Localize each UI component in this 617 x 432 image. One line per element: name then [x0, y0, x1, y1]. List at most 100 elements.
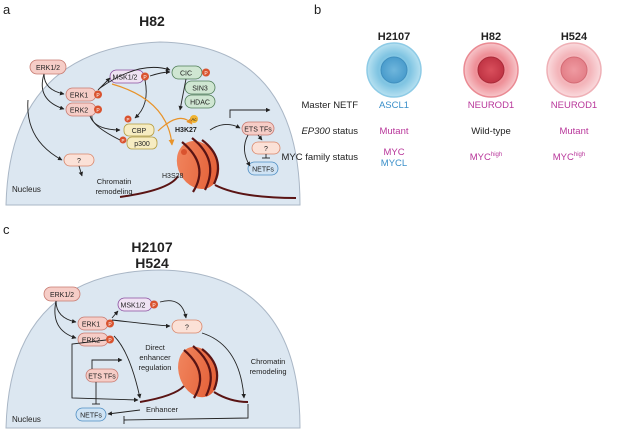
erk12-c-node: [43, 286, 81, 302]
erk1-label: ERK1: [70, 93, 88, 100]
h3s28-label: H3S28: [162, 173, 184, 180]
master-netf-h82: NEUROD1: [468, 100, 514, 111]
panel-c-letter: c: [3, 222, 10, 237]
p300-node: [126, 136, 158, 150]
msk12-p-badge: [141, 72, 149, 81]
netfs-c-node: [75, 407, 107, 422]
hdac-label: HDAC: [190, 100, 210, 107]
myc-h524-sup: high: [574, 152, 585, 158]
cic-label: CIC: [180, 71, 192, 78]
myc-h524-base: MYC: [553, 152, 574, 163]
cbp-p-text: P: [126, 117, 129, 122]
cell-h2107-icon: [366, 42, 422, 98]
chromatin-c-label-2: remodeling: [249, 367, 286, 376]
chromatin-remodeling-label-2: remodeling: [95, 187, 132, 196]
unknown-right-label: ?: [264, 146, 268, 153]
panel-b: b H2107 H82 H524 Master NETF EP300 statu…: [281, 2, 602, 169]
msk12-c-label: MSK1/2: [121, 303, 146, 310]
master-netf-h524: NEUROD1: [551, 100, 597, 111]
enhancer-label: Enhancer: [146, 405, 179, 414]
cic-p-text: P: [204, 71, 208, 77]
cbp-p-badge: [124, 115, 132, 123]
p300-p-badge: [119, 136, 127, 144]
phosphorylation-arrow: [111, 83, 175, 146]
histone-c: [139, 345, 249, 403]
erk1-c-p-text: P: [108, 322, 112, 328]
panel-c: c H2107 H524 Nucleus ERK1/2 MSK1/2 P ERK…: [3, 222, 301, 429]
msk12-c-p-text: P: [152, 303, 156, 309]
row-label-ep300: EP300 status: [301, 126, 358, 137]
erk2-label: ERK2: [70, 108, 88, 115]
panel-a-letter: a: [3, 2, 11, 17]
cell-line-h2107: H2107: [378, 31, 410, 43]
erk1-p-badge: [94, 90, 102, 99]
erk12-node: [29, 59, 67, 75]
nucleus-c-shape: [5, 269, 301, 429]
erk1-p-text: P: [96, 93, 100, 99]
row-label-ep300-rest: status: [330, 126, 358, 137]
erk2-p-badge: [94, 105, 102, 114]
myc-h82-base: MYC: [470, 152, 491, 163]
netfs-node: [247, 161, 279, 176]
erk2-c-label: ERK2: [82, 338, 100, 345]
erk1-c-label: ERK1: [82, 322, 100, 329]
erk12-label: ERK1/2: [36, 65, 60, 72]
direct-label-3: regulation: [139, 363, 172, 372]
myc-h2107-line2: MYCL: [381, 158, 407, 169]
msk12-p-text: P: [143, 75, 147, 81]
chromatin-c-label-1: Chromatin: [251, 357, 286, 366]
sin3-node: [184, 80, 216, 95]
cell-line-h82: H82: [481, 31, 501, 43]
erk2-c-p-text: P: [108, 338, 112, 344]
ets-tfs-label: ETS TFs: [244, 127, 272, 134]
panel-a: a H82 Nucleus ERK1/2 ERK1 P ERK2 P MSK1/…: [3, 2, 301, 206]
row-label-ep300-gene: EP300: [301, 126, 330, 137]
acetylation-arrow: [157, 117, 193, 132]
unknown-left-label: ?: [77, 158, 81, 165]
p300-label: p300: [134, 141, 150, 148]
msk12-c-p-badge: [150, 300, 158, 309]
erk2-p-text: P: [96, 108, 100, 114]
histone-a: [119, 137, 297, 199]
panel-b-letter: b: [314, 2, 321, 17]
ep300-status-h82: Wild-type: [471, 126, 511, 137]
cbp-node: [123, 123, 155, 137]
ep300-status-h524: Mutant: [559, 126, 588, 137]
myc-h2107-line1: MYC: [383, 147, 404, 158]
cell-line-h524: H524: [561, 31, 588, 43]
erk12-c-label: ERK1/2: [50, 292, 74, 299]
cbp-label: CBP: [132, 128, 147, 135]
unknown-c-node: [171, 319, 203, 334]
cell-h524-icon: [546, 42, 602, 98]
panel-c-title-2: H524: [135, 255, 169, 271]
erk1-c-p-badge: [106, 319, 114, 328]
erk2-c-p-badge: [106, 335, 114, 344]
netfs-label: NETFs: [252, 167, 274, 174]
nucleus-label: Nucleus: [12, 185, 41, 194]
h3k27-label: H3K27: [175, 127, 197, 134]
h3k27-ac-text: Ac: [191, 117, 197, 122]
cell-h82-icon: [463, 42, 519, 98]
chromatin-remodeling-label-1: Chromatin: [97, 177, 132, 186]
cic-p-badge: [202, 68, 210, 77]
ets-tfs-c-node: [85, 368, 119, 383]
panel-c-arrows: [54, 300, 249, 424]
unknown-c-label: ?: [185, 325, 189, 332]
myc-h82-sup: high: [491, 152, 502, 158]
myc-h82: MYChigh: [470, 152, 502, 163]
ets-tfs-c-label: ETS TFs: [88, 374, 116, 381]
msk12-label: MSK1/2: [113, 75, 138, 82]
row-label-master-netf: Master NETF: [302, 100, 359, 111]
direct-label-1: Direct: [145, 343, 166, 352]
hdac-node: [184, 94, 216, 109]
p300-p-text: P: [121, 138, 124, 143]
sin3-label: SIN3: [192, 86, 208, 93]
row-label-myc-family: MYC family status: [281, 152, 358, 163]
ep300-status-h2107: Mutant: [379, 126, 408, 137]
panel-a-title: H82: [139, 13, 165, 29]
panel-c-title-1: H2107: [131, 239, 172, 255]
nucleus-c-label: Nucleus: [12, 415, 41, 424]
master-netf-h2107: ASCL1: [379, 100, 409, 111]
myc-h524: MYChigh: [553, 152, 585, 163]
